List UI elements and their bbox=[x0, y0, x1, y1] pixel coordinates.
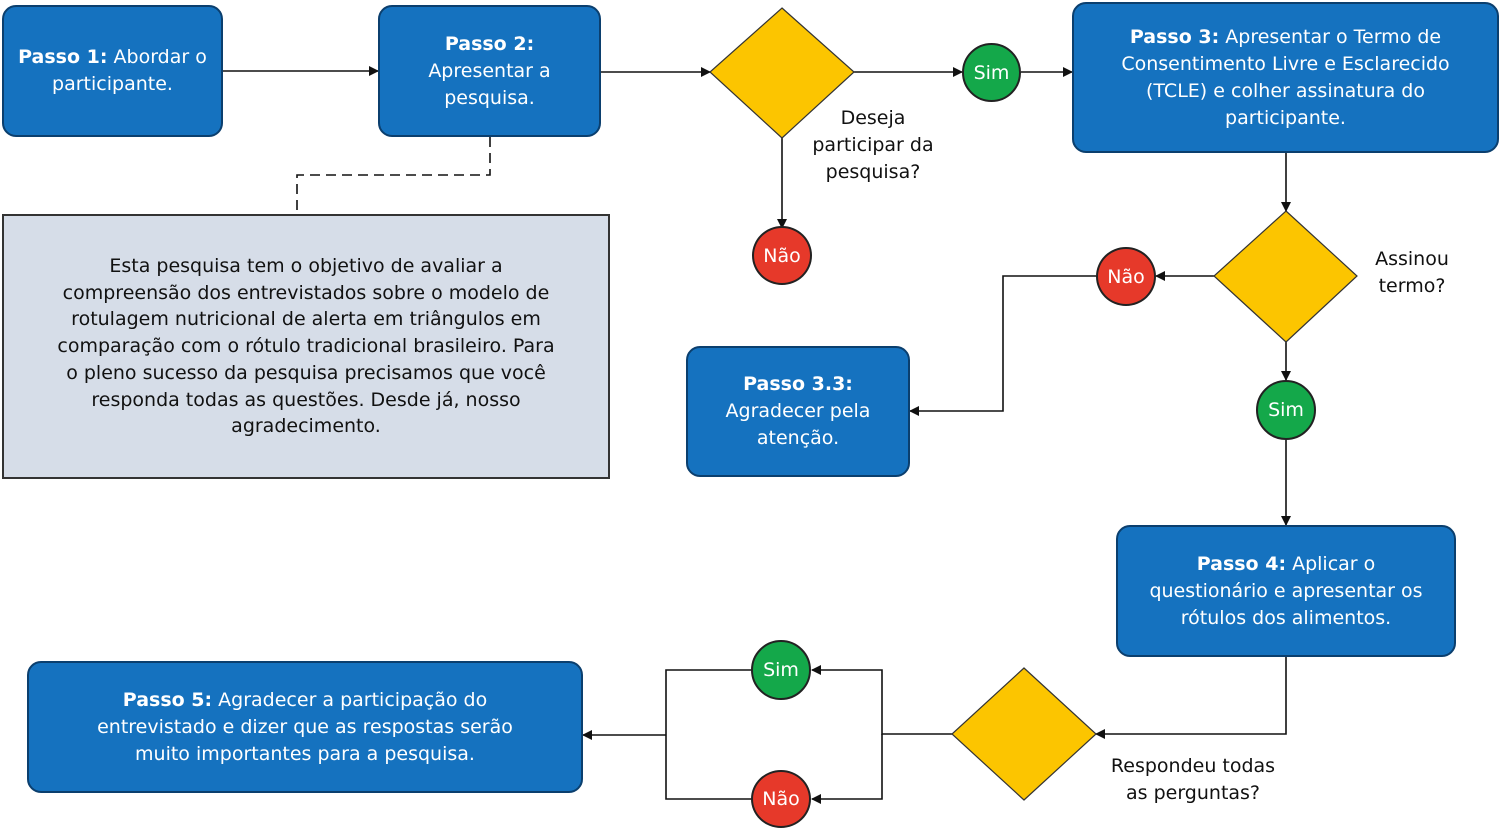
step-3-3-text: Agradecer pela atenção. bbox=[725, 400, 871, 449]
decision-d2-label: Assinou termo? bbox=[1375, 248, 1449, 297]
arrow-d3-sim bbox=[811, 665, 952, 735]
decision-d3-label: Respondeu todas as perguntas? bbox=[1110, 755, 1276, 804]
step-5-box: Passo 5: Agradecer a participação do ent… bbox=[27, 661, 583, 793]
step-2-label: Passo 2: bbox=[444, 32, 535, 55]
step-2-box: Passo 2: Apresentar a pesquisa. bbox=[378, 5, 601, 137]
d1-yes-node: Sim bbox=[962, 43, 1021, 102]
step-4-text: Aplicar o questionário e apresentar os r… bbox=[1149, 552, 1423, 629]
arrow-d3-nao bbox=[811, 734, 883, 804]
d2-yes-node: Sim bbox=[1256, 380, 1316, 440]
step-3-3-box: Passo 3.3: Agradecer pela atenção. bbox=[686, 346, 910, 477]
dashed-note-link bbox=[296, 137, 491, 214]
step-5-text: Agradecer a participação do entrevistado… bbox=[97, 688, 513, 765]
arrow-s4-d3 bbox=[1095, 657, 1287, 739]
step-3-box: Passo 3: Apresentar o Termo de Consentim… bbox=[1072, 2, 1499, 153]
step-2-text: Apresentar a pesquisa. bbox=[428, 59, 551, 109]
line-sim-join bbox=[665, 669, 751, 800]
decision-d2-diamond bbox=[1213, 210, 1358, 343]
step-4-box: Passo 4: Aplicar o questionário e aprese… bbox=[1116, 525, 1456, 657]
step-1-text: Abordar o participante. bbox=[52, 46, 207, 95]
step-3-label: Passo 3: bbox=[1129, 25, 1220, 48]
d2-no-node: Não bbox=[1096, 247, 1156, 306]
d1-no-node: Não bbox=[752, 226, 812, 285]
decision-d1-diamond bbox=[709, 7, 855, 139]
decision-d1-label: Deseja participar da pesquisa? bbox=[812, 107, 934, 183]
arrow-nao-s33 bbox=[909, 275, 1096, 416]
decision-d3-diamond bbox=[951, 667, 1097, 801]
step-1-box: Passo 1: Abordar o participante. bbox=[2, 5, 223, 137]
step-3-3-label: Passo 3.3: bbox=[743, 373, 853, 395]
d3-yes-node: Sim bbox=[751, 640, 811, 700]
research-note: Esta pesquisa tem o objetivo de avaliar … bbox=[2, 214, 610, 479]
step-1-label: Passo 1: bbox=[18, 46, 108, 68]
step-4-label: Passo 4: bbox=[1196, 552, 1287, 575]
d3-no-node: Não bbox=[751, 770, 811, 828]
step-3-text: Apresentar o Termo de Consentimento Livr… bbox=[1121, 25, 1450, 129]
research-note-text: Esta pesquisa tem o objetivo de avaliar … bbox=[57, 255, 555, 438]
step-5-label: Passo 5: bbox=[122, 688, 213, 711]
